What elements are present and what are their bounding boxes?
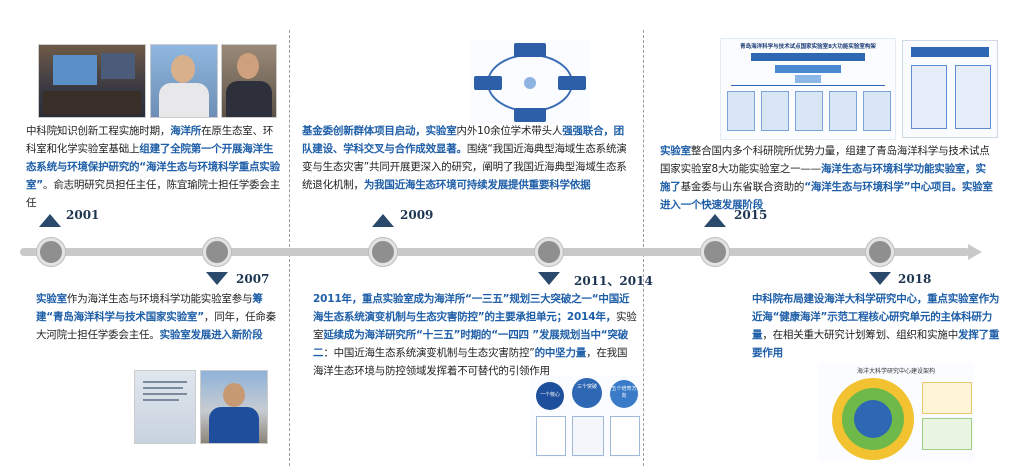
year-2007: 2007 [236,272,270,286]
event-2007-text: 实验室作为海洋生态与环境科学功能实验室参与筹建“青岛海洋科学与技术国家实验室”，… [36,293,277,341]
event-2015-text: 实验室整合国内多个科研院所优势力量，组建了青岛海洋科学与技术试点国家实验室8大功… [660,145,993,211]
timeline-node-2018 [866,238,894,266]
photo-conference [38,44,146,118]
marker-2011-2014 [538,272,560,285]
marker-2015 [704,214,726,227]
photo-person-1 [150,44,218,118]
diagram-2015-boxes [902,40,998,138]
event-2018-text: 中科院布局建设海洋大科学研究中心，重点实验室作为近海“健康海洋”示范工程核心研究… [752,293,1000,359]
timeline-node-2011-2014 [535,238,563,266]
marker-2001 [39,214,61,227]
year-2015: 2015 [734,208,768,222]
diagram-2018-center: 海洋大科学研究中心建设架构 [818,364,974,460]
diagram-2009-cycle [470,40,590,124]
diagram-2015-title: 青岛海洋科学与技术试点国家实验室8大功能实验室构架 [740,44,876,50]
plan-core-label: 一个核心 [539,392,560,398]
photo-document [134,370,196,444]
marker-2018 [869,272,891,285]
year-2009: 2009 [400,208,434,222]
event-2009-text: 基金委创新群体项目启动，实验室内外10余位学术带头人强强联合，团队建设、学科交叉… [302,125,627,191]
diagram-2011-plan: 一个核心 三个突破 五个培育方向 [530,376,642,458]
timeline-axis [20,248,970,256]
timeline-node-2009 [369,238,397,266]
timeline-node-2001 [37,238,65,266]
timeline-node-2015 [701,238,729,266]
timeline-arrow [968,244,982,260]
marker-2007 [206,272,228,285]
diagram-2018-title: 海洋大科学研究中心建设架构 [856,368,935,375]
year-2018: 2018 [898,272,932,286]
plan-breakthrough-label: 三个突破 [576,384,597,390]
plan-directions-label: 五个培育方向 [611,386,637,399]
timeline-node-2007 [203,238,231,266]
photo-person-2 [221,44,277,118]
diagram-2015-structure: 青岛海洋科学与技术试点国家实验室8大功能实验室构架 [720,38,896,140]
year-2001: 2001 [66,208,100,222]
photo-person-3 [200,370,268,444]
event-2011-2014-text: 2011年，重点实验室成为海洋所“一三五”规划三大突破之一“中国近海生态系统演变… [313,293,637,377]
marker-2009 [372,214,394,227]
year-2011-2014: 2011、2014 [574,274,653,288]
event-2001-text: 中科院知识创新工程实施时期，海洋所在原生态室、环科室和化学实验室基础上组建了全院… [26,125,280,209]
